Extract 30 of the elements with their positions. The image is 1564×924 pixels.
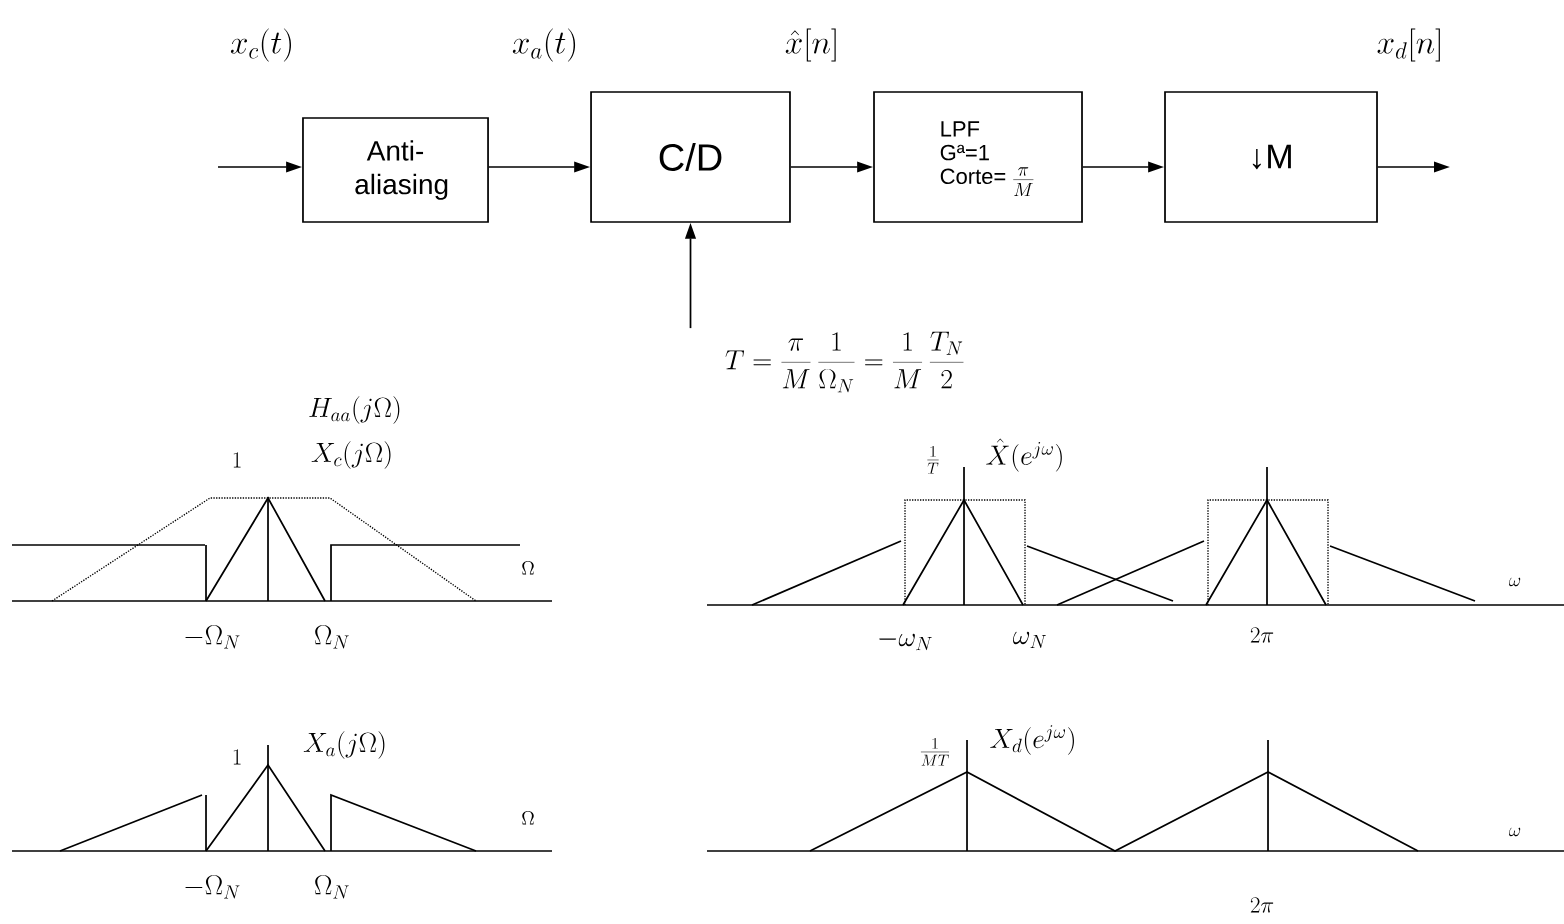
process-box: ↓M xyxy=(1164,91,1378,223)
axis-label: $1$ xyxy=(233,452,241,468)
axis-label: $-\Omega_N$ xyxy=(185,625,240,649)
axis-label: $\omega_N$ xyxy=(1013,631,1047,648)
axis-label: $\hat{x}[n]$ xyxy=(785,28,836,62)
axis-label: $x_a(t)$ xyxy=(512,28,576,62)
axis-label: $2\pi$ xyxy=(1250,897,1274,913)
axis-label: $\omega$ xyxy=(1509,827,1521,837)
axis-label: $-\omega_N$ xyxy=(879,633,932,651)
axis-label: $H_{aa}(j\Omega)$ xyxy=(309,396,400,424)
process-box: LPF Gª=1 Corte= $\frac{\pi}{M}$ xyxy=(873,91,1083,223)
axis-label: $\hat{X}(e^{j\omega})$ xyxy=(986,438,1062,472)
axis-label: $\Omega$ xyxy=(522,561,534,575)
axis-label: $\Omega_N$ xyxy=(314,625,349,649)
axis-label: $\Omega$ xyxy=(522,811,534,825)
axis-label: $\frac{1}{MT}$ xyxy=(920,738,950,766)
axis-label: $2\pi$ xyxy=(1250,627,1274,643)
axis-label: $X_a(j\Omega)$ xyxy=(303,731,385,759)
axis-label: $\Omega_N$ xyxy=(314,875,349,899)
sampling-period-formula: $T=\frac{\pi}{M}\,\frac{1}{\Omega_N}=\frac{1}{M}\,\frac{T_N}{2}$ xyxy=(725,331,964,393)
process-box: C/D xyxy=(590,91,791,223)
axis-label: $x_c(t)$ xyxy=(230,28,291,62)
axis-label: $-\Omega_N$ xyxy=(185,875,240,899)
axis-label: $X_c(j\Omega)$ xyxy=(311,441,391,469)
process-box: Anti-aliasing xyxy=(302,117,489,223)
axis-label: $x_d[n]$ xyxy=(1377,28,1440,62)
axis-label: $1$ xyxy=(233,749,241,765)
axis-label: $\frac{1}{T}$ xyxy=(927,446,939,474)
axis-label: $X_d(e^{j\omega})$ xyxy=(990,725,1074,755)
axis-label: $\omega$ xyxy=(1509,577,1521,587)
